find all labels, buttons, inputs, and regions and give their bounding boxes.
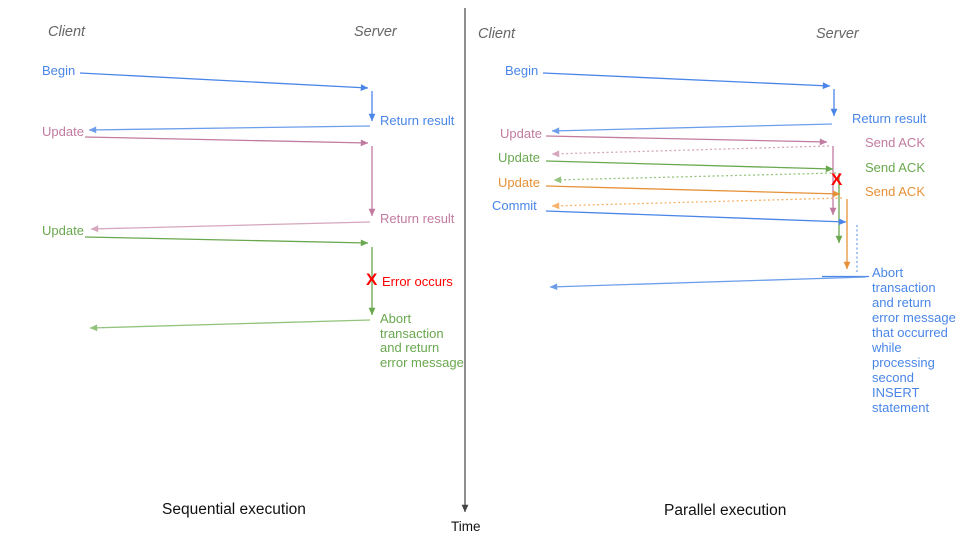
right-send-ack-1-arrow — [551, 145, 830, 158]
left-abort-line-1: Abort — [380, 311, 412, 326]
left-return-result-1-label: Return result — [380, 113, 455, 128]
left-update-2-request-arrow — [84, 236, 369, 247]
left-return-result-2-label: Return result — [380, 211, 455, 226]
right-send-ack-3-label: Send ACK — [865, 184, 925, 199]
right-abort-line-7: processing — [872, 355, 935, 370]
right-update-1-label: Update — [500, 126, 542, 141]
left-client-header: Client — [48, 24, 86, 40]
left-server-header: Server — [354, 24, 397, 40]
left-panel-caption: Sequential execution — [162, 501, 306, 518]
time-axis-label: Time — [451, 519, 481, 534]
right-abort-line-6: while — [872, 340, 902, 355]
right-abort-line-10: statement — [872, 400, 930, 415]
right-abort-line-8: second — [872, 370, 914, 385]
left-abort-message-text: Abort transaction and return error messa… — [380, 311, 464, 370]
left-return-result-2-arrow — [90, 221, 371, 233]
right-abort-line-9: INSERT — [872, 385, 920, 400]
right-abort-line-3: and return — [872, 295, 932, 310]
right-abort-return-arrow — [549, 276, 867, 291]
left-error-x-icon: X — [366, 270, 378, 289]
right-begin-request-arrow — [542, 72, 831, 90]
left-abort-line-3: and return — [380, 340, 440, 355]
left-update-2-label: Update — [42, 223, 84, 238]
right-begin-label: Begin — [505, 63, 539, 78]
right-send-ack-1-label: Send ACK — [865, 135, 925, 150]
left-error-occurs-label: Error occurs — [382, 274, 453, 289]
right-abort-line-4: error message — [872, 310, 956, 325]
left-update-1-request-arrow — [84, 136, 369, 147]
left-begin-label: Begin — [42, 63, 76, 78]
right-update-3-request-arrow — [545, 185, 841, 198]
right-update-3-label: Update — [498, 175, 540, 190]
right-commit-label: Commit — [492, 198, 537, 213]
right-client-header: Client — [478, 26, 516, 42]
right-send-ack-2-label: Send ACK — [865, 160, 925, 175]
right-update-2-request-arrow — [545, 160, 834, 173]
right-return-result-arrow — [551, 123, 833, 135]
right-commit-request-arrow — [545, 210, 847, 226]
right-abort-line-2: transaction — [872, 280, 936, 295]
left-abort-line-4: error message — [380, 354, 464, 370]
right-abort-line-1: Abort — [872, 265, 904, 280]
right-panel-caption: Parallel execution — [664, 502, 787, 519]
right-server-header: Server — [816, 26, 859, 42]
left-begin-request-arrow — [79, 72, 369, 92]
right-send-ack-3-arrow — [551, 197, 843, 210]
right-return-result-label: Return result — [852, 111, 927, 126]
right-update-2-label: Update — [498, 150, 540, 165]
left-abort-line-2: transaction — [380, 325, 444, 341]
right-update-1-request-arrow — [545, 135, 828, 146]
right-abort-message-text: Abort transaction and return error messa… — [872, 265, 956, 415]
right-error-x-icon: X — [831, 170, 843, 189]
right-send-ack-2-arrow — [553, 172, 837, 184]
left-update-1-label: Update — [42, 124, 84, 139]
right-abort-line-5: that occurred — [872, 325, 948, 340]
left-return-result-1-arrow — [88, 125, 371, 134]
left-abort-return-arrow — [89, 319, 371, 332]
